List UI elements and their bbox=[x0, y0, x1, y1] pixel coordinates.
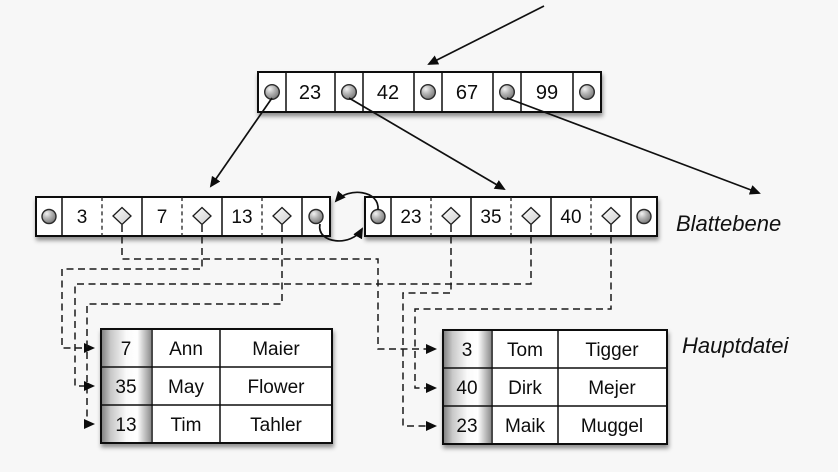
leaf-cell-dividers bbox=[61, 197, 303, 236]
record-reference-routes bbox=[61, 225, 612, 431]
table-cell-name: Tim bbox=[171, 415, 202, 436]
table-cell-surname: Flower bbox=[247, 377, 305, 398]
main-file-table-left: 7 Ann Maier 35 May Flower 13 Tim Tahler bbox=[100, 328, 333, 444]
record-pointer-diamond-icon bbox=[441, 206, 461, 226]
ref-arrow-key-7 bbox=[61, 225, 203, 353]
page-pointer-icon bbox=[264, 83, 281, 100]
leaf-key-cell: 3 bbox=[77, 207, 88, 228]
ref-arrow-key-35 bbox=[74, 225, 532, 391]
root-to-left-leaf-arrow bbox=[209, 97, 273, 188]
page-pointer-icon bbox=[420, 83, 437, 100]
page-pointer-icon bbox=[370, 208, 386, 225]
page-pointer-icon bbox=[579, 83, 596, 100]
leaf-key-cell: 40 bbox=[560, 207, 581, 228]
leaf-key-cell: 7 bbox=[157, 207, 168, 228]
root-to-right-leaf-arrow bbox=[348, 97, 506, 191]
ref-arrow-key-3 bbox=[121, 225, 437, 354]
ref-arrow-key-23 bbox=[402, 225, 452, 431]
root-key-cell: 42 bbox=[377, 82, 399, 104]
table-grid bbox=[101, 329, 332, 443]
page-pointer-icon bbox=[636, 208, 652, 225]
table-key-column bbox=[102, 330, 151, 442]
table-cell-key: 7 bbox=[121, 339, 132, 360]
record-pointer-diamond-icon bbox=[521, 206, 541, 226]
record-pointer-diamond-icon bbox=[192, 206, 212, 226]
leaf-link-arrow-right bbox=[319, 223, 363, 242]
table-cell-key: 13 bbox=[115, 415, 136, 436]
leaf-link-arrow-left bbox=[334, 190, 379, 211]
record-pointer-diamond-icon bbox=[601, 206, 621, 226]
root-node: 23 42 67 99 bbox=[257, 71, 602, 113]
root-key-cell: 67 bbox=[456, 82, 478, 104]
ref-arrow-key-13 bbox=[84, 225, 283, 429]
page-pointer-icon bbox=[341, 83, 358, 100]
table-cell-key: 35 bbox=[115, 377, 136, 398]
root-key-cell: 99 bbox=[536, 82, 558, 104]
leaf-cell-dividers bbox=[390, 197, 632, 236]
table-cell-surname: Muggel bbox=[581, 416, 643, 437]
table-cell-name: Maik bbox=[505, 416, 546, 437]
main-file-table-right: 3 Tom Tigger 40 Dirk Mejer 23 Maik Mugge… bbox=[442, 329, 668, 445]
table-cell-key: 23 bbox=[456, 416, 477, 437]
table-cell-key: 40 bbox=[456, 378, 477, 399]
root-cell-dividers bbox=[285, 72, 574, 112]
entry-arrow bbox=[427, 5, 545, 65]
table-cell-surname: Tahler bbox=[250, 415, 302, 436]
table-cell-key: 3 bbox=[462, 340, 473, 361]
table-cell-name: Dirk bbox=[508, 378, 542, 399]
table-grid bbox=[443, 330, 667, 444]
record-pointer-diamond-icon bbox=[112, 206, 132, 226]
leaf-key-cell: 35 bbox=[480, 207, 501, 228]
root-to-next-page-arrow bbox=[506, 97, 761, 195]
leaf-sibling-link-icon bbox=[319, 190, 379, 242]
page-pointer-icon bbox=[41, 208, 57, 225]
leaf-key-cell: 13 bbox=[231, 207, 252, 228]
leaf-level-label: Blattebene bbox=[676, 211, 781, 236]
record-pointer-diamond-icon bbox=[272, 206, 292, 226]
table-cell-name: May bbox=[168, 377, 204, 398]
table-cell-name: Ann bbox=[169, 339, 203, 360]
table-cell-surname: Tigger bbox=[585, 340, 639, 361]
main-file-label: Hauptdatei bbox=[682, 333, 790, 358]
table-cell-surname: Mejer bbox=[588, 378, 636, 399]
page-pointer-icon bbox=[499, 83, 516, 100]
leaf-node-right: 23 35 40 bbox=[364, 196, 658, 237]
ref-arrow-key-40 bbox=[414, 225, 612, 393]
table-key-column bbox=[444, 331, 491, 443]
leaf-key-cell: 23 bbox=[400, 207, 421, 228]
page-pointer-icon bbox=[308, 208, 324, 225]
root-key-cell: 23 bbox=[299, 82, 321, 104]
table-cell-surname: Maier bbox=[252, 339, 300, 360]
leaf-node-left: 3 7 13 bbox=[35, 196, 331, 237]
table-cell-name: Tom bbox=[507, 340, 543, 361]
